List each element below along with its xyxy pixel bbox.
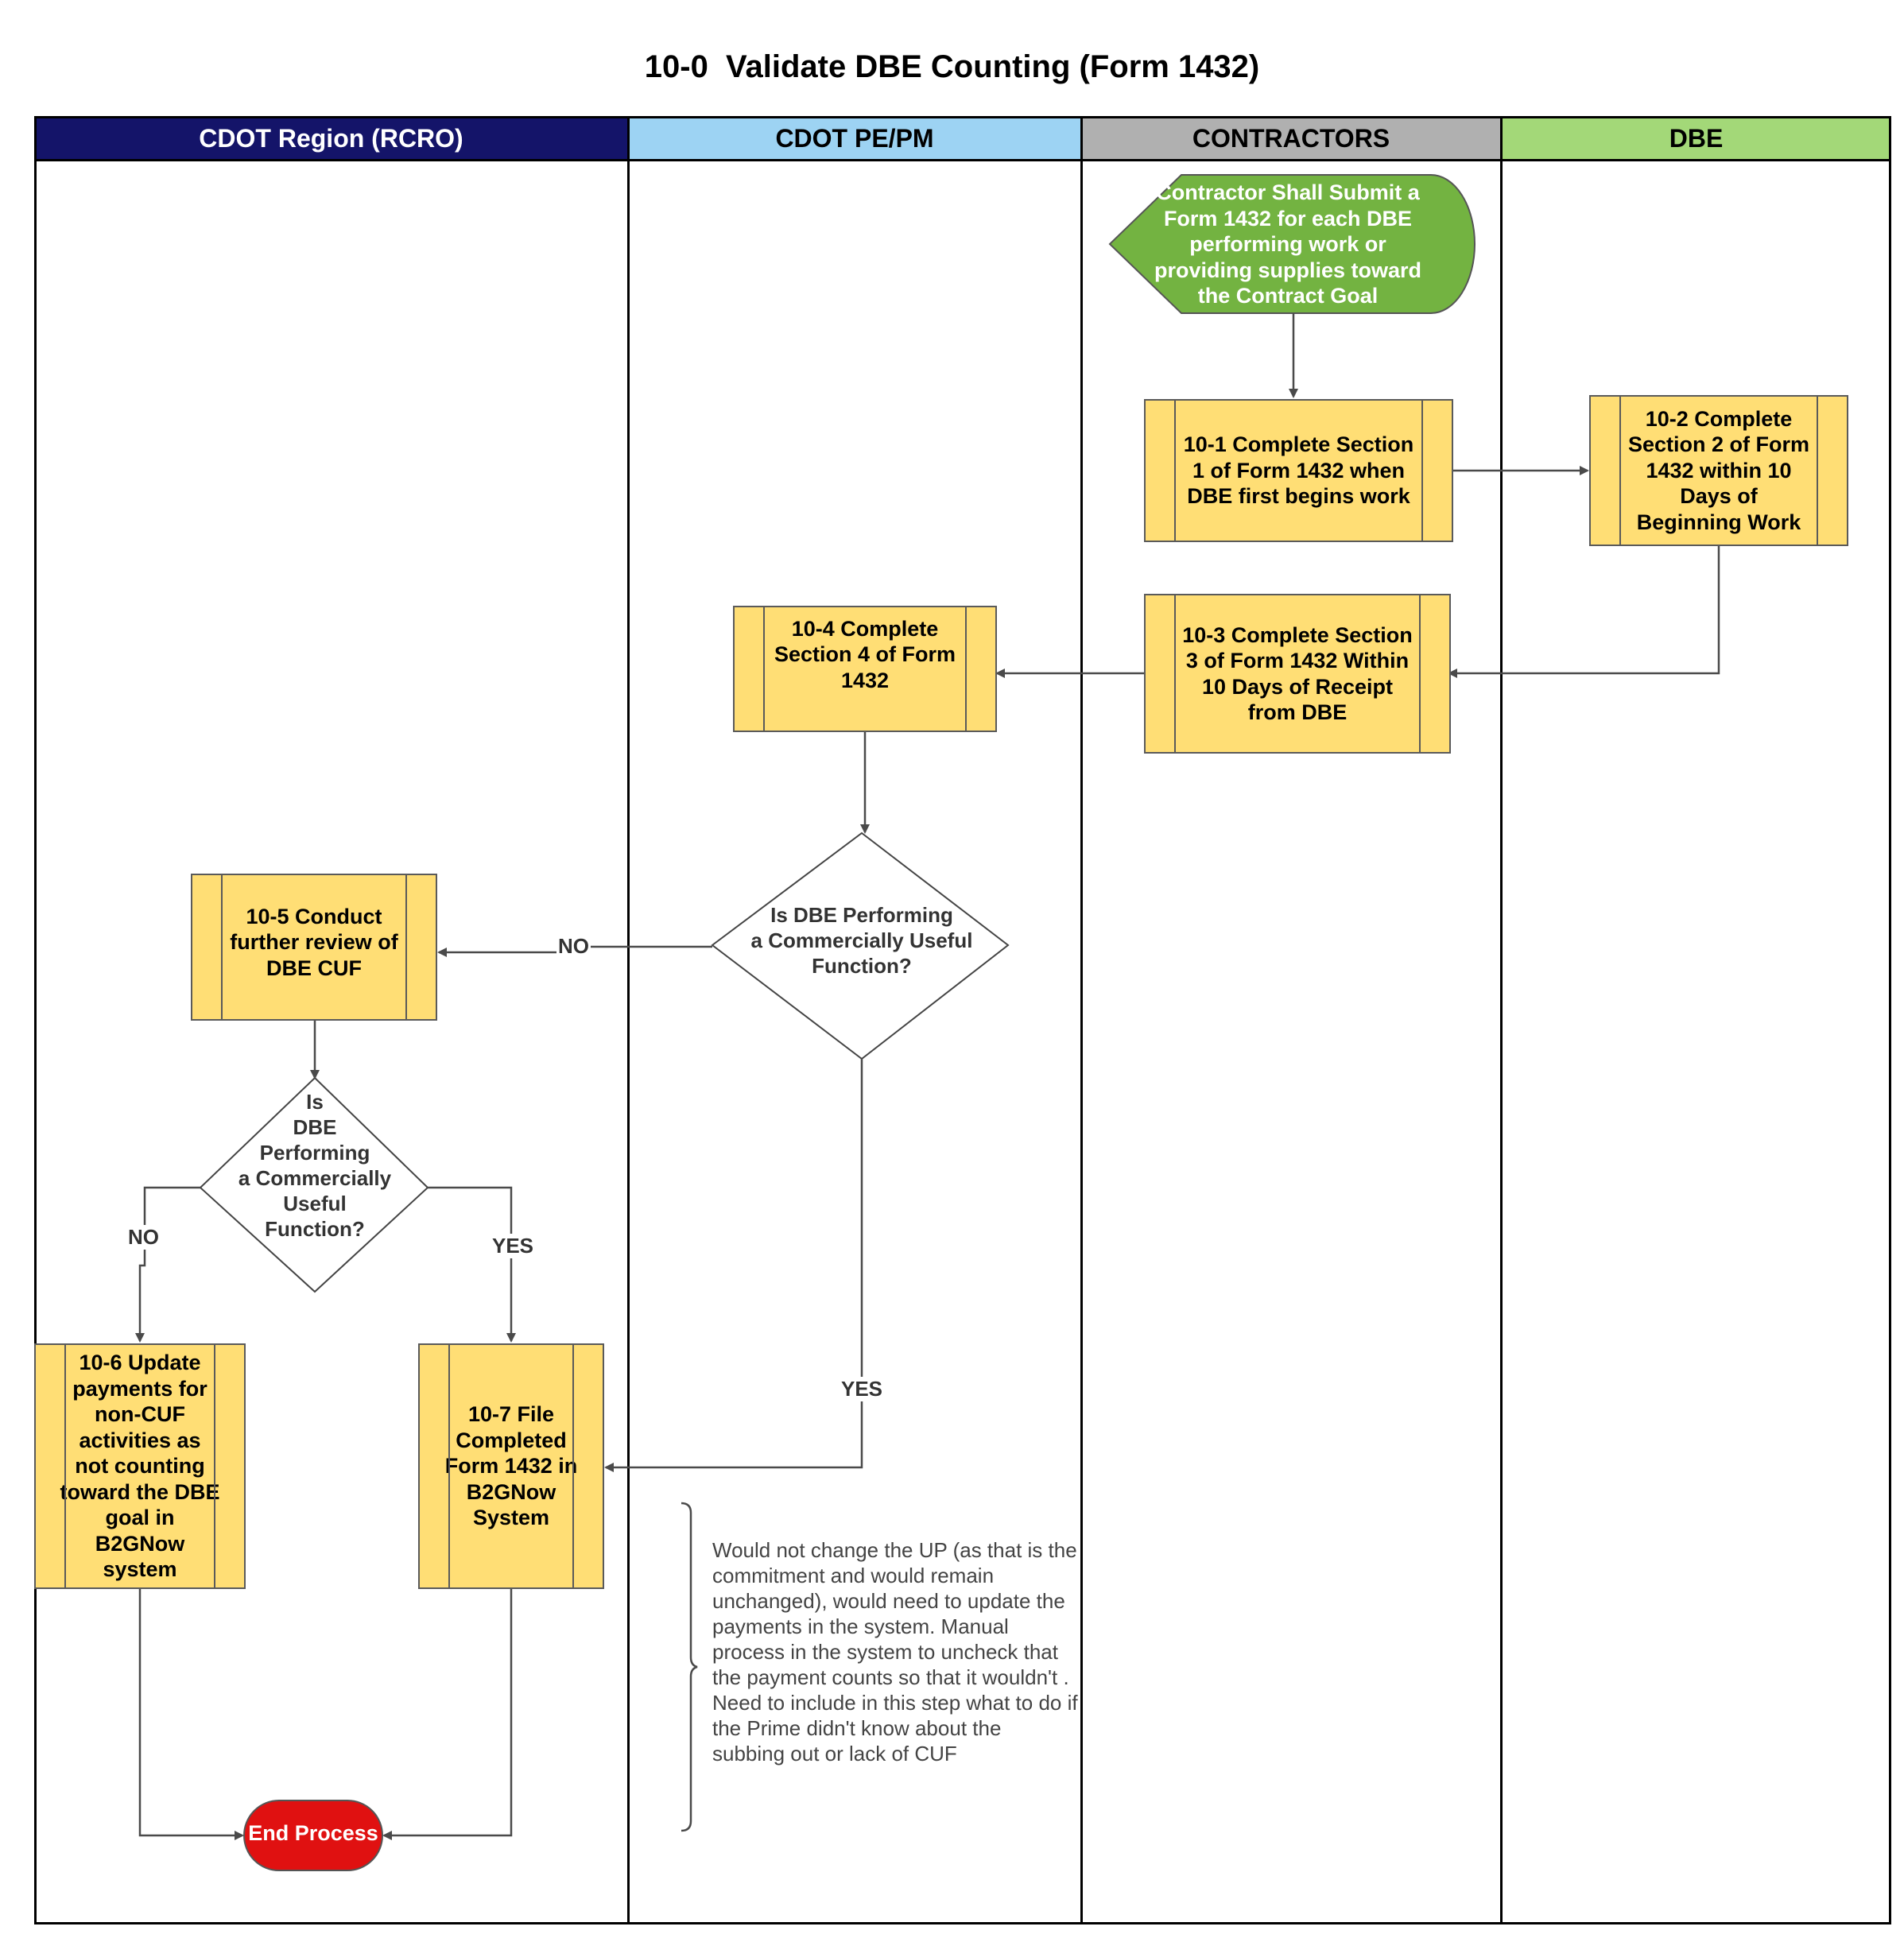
step-10-2: 10-2 Complete Section 2 of Form 1432 wit… bbox=[1589, 395, 1848, 546]
step-10-3-label: 10-3 Complete Section 3 of Form 1432 Wit… bbox=[1182, 622, 1413, 725]
note-brace bbox=[681, 1502, 698, 1832]
annotation-note: Would not change the UP (as that is the … bbox=[712, 1538, 1078, 1766]
step-10-1-label: 10-1 Complete Section 1 of Form 1432 whe… bbox=[1183, 432, 1414, 509]
step-10-2-label: 10-2 Complete Section 2 of Form 1432 wit… bbox=[1627, 406, 1810, 534]
step-10-5-label: 10-5 Conduct further review of DBE CUF bbox=[230, 904, 398, 980]
step-10-4-label: 10-4 Complete Section 4 of Form 1432 bbox=[774, 616, 956, 692]
connector-10-2-to-10-3 bbox=[1448, 546, 1720, 678]
step-10-6-label: 10-6 Update payments for non-CUF activit… bbox=[60, 1351, 220, 1582]
decision-2-label: Is DBE Performing a Commercially Useful … bbox=[238, 1090, 392, 1241]
edge-label-decision-1-yes: YES bbox=[840, 1377, 885, 1401]
step-10-4: 10-4 Complete Section 4 of Form 1432 bbox=[733, 606, 997, 732]
decision-1-label: Is DBE Performing a Commercially Useful … bbox=[750, 903, 973, 978]
connector-decision-2-no bbox=[135, 1186, 200, 1343]
lane-header-dbe: DBE bbox=[1501, 118, 1891, 160]
decision-2-diamond bbox=[199, 1076, 429, 1293]
connector-decision-1-yes bbox=[604, 1059, 863, 1472]
swimlane-frame bbox=[34, 116, 1891, 1924]
step-10-3: 10-3 Complete Section 3 of Form 1432 Wit… bbox=[1144, 594, 1451, 754]
lane-divider-2 bbox=[1080, 116, 1083, 1924]
lane-header-contractors: CONTRACTORS bbox=[1081, 118, 1501, 160]
edge-label-decision-2-no: NO bbox=[126, 1225, 161, 1250]
lane-header-region: CDOT Region (RCRO) bbox=[34, 118, 628, 160]
edge-label-decision-2-yes: YES bbox=[491, 1234, 536, 1258]
lane-divider-3 bbox=[1500, 116, 1503, 1924]
step-10-1: 10-1 Complete Section 1 of Form 1432 whe… bbox=[1144, 399, 1453, 542]
connector-decision-2-yes bbox=[428, 1186, 516, 1343]
step-10-7-label: 10-7 File Completed Form 1432 in B2GNow … bbox=[444, 1402, 578, 1530]
start-label: Contractor Shall Submit a Form 1432 for … bbox=[1154, 180, 1422, 308]
connector-10-6-to-end bbox=[138, 1588, 244, 1840]
step-10-7: 10-7 File Completed Form 1432 in B2GNow … bbox=[418, 1343, 604, 1589]
step-10-5: 10-5 Conduct further review of DBE CUF bbox=[191, 874, 437, 1021]
header-divider bbox=[34, 159, 1891, 161]
connector-10-7-to-end bbox=[382, 1588, 513, 1840]
lane-divider-1 bbox=[627, 116, 630, 1924]
diagram-title: 10-0 Validate DBE Counting (Form 1432) bbox=[644, 49, 1260, 84]
start-shape bbox=[1108, 174, 1476, 314]
step-10-6: 10-6 Update payments for non-CUF activit… bbox=[34, 1343, 246, 1589]
end-label: End Process bbox=[248, 1821, 378, 1845]
edge-label-decision-1-no: NO bbox=[556, 934, 591, 959]
lane-header-pepm: CDOT PE/PM bbox=[628, 118, 1081, 160]
